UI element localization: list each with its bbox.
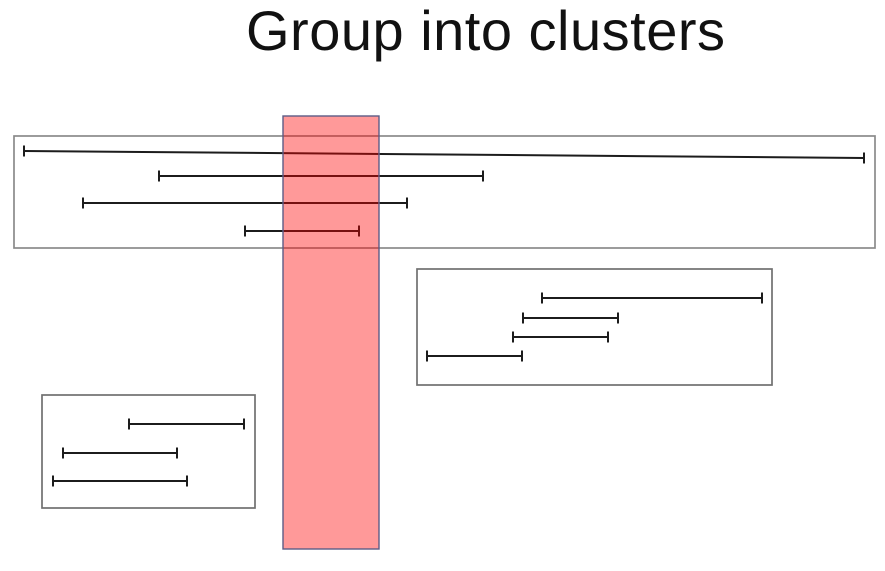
cluster-2-box: [416, 268, 773, 386]
cluster-1-interval-1-segment: [23, 150, 865, 159]
cluster-3-box: [41, 394, 256, 509]
cluster-1-box: [13, 135, 876, 249]
highlight-band: [282, 115, 380, 550]
figure-title: Group into clusters: [246, 0, 726, 62]
